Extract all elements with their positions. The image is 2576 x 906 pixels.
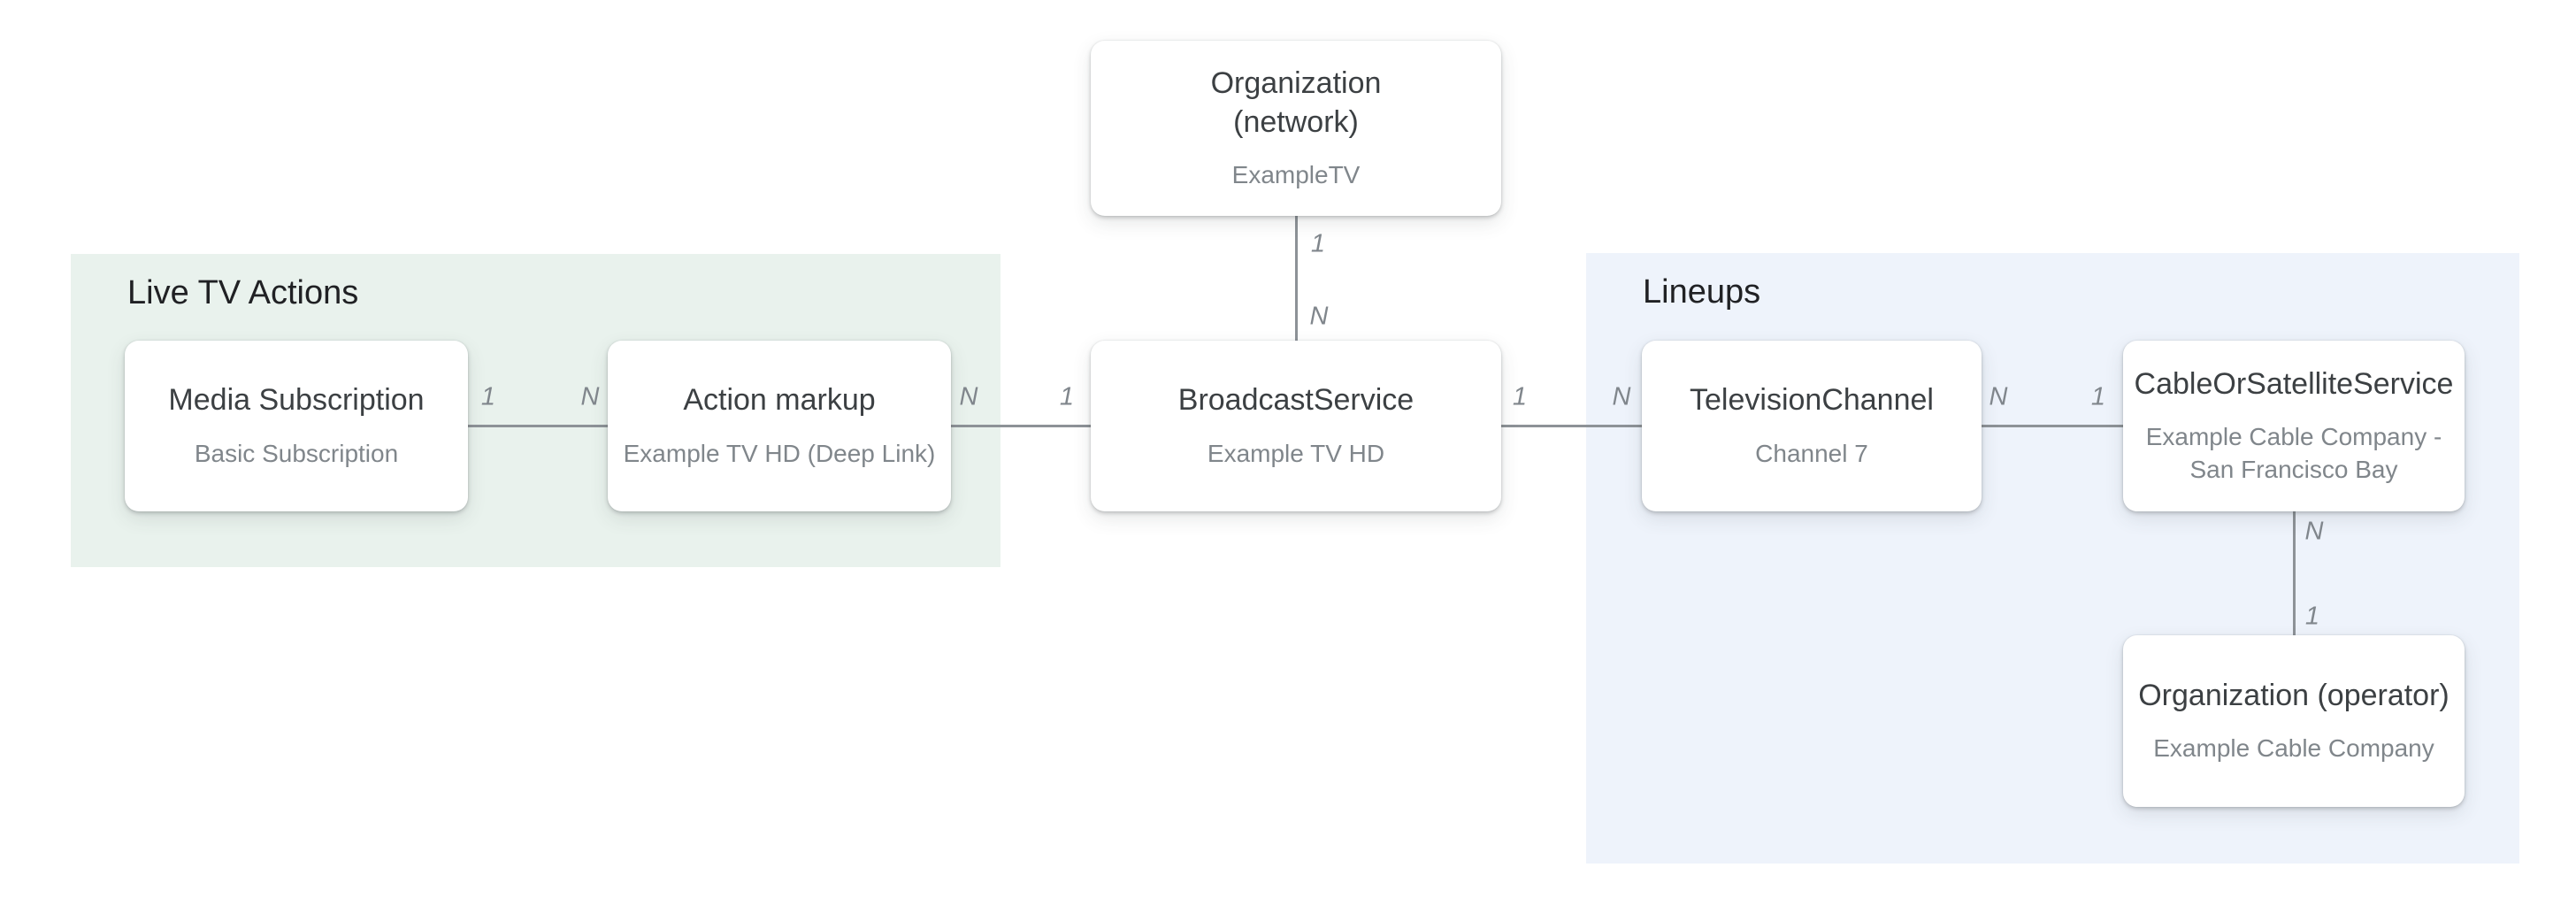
- cardinality-label: N: [580, 382, 600, 411]
- node-cable-or-satellite-service: CableOrSatelliteService Example Cable Co…: [2123, 341, 2465, 511]
- node-subtitle: ExampleTV: [1231, 161, 1361, 189]
- cardinality-label: N: [959, 382, 978, 411]
- node-television-channel: TelevisionChannel Channel 7: [1642, 341, 1982, 511]
- node-title: TelevisionChannel: [1690, 383, 1934, 418]
- connector-broadcast-service-to-television-channel: [1501, 425, 1642, 427]
- cardinality-label: N: [2304, 517, 2324, 546]
- cardinality-label: 1: [2304, 602, 2320, 631]
- node-organization-network: Organization (network) ExampleTV: [1091, 41, 1501, 216]
- node-title: BroadcastService: [1177, 383, 1414, 418]
- connector-media-subscription-to-action-markup: [468, 425, 608, 427]
- node-organization-operator: Organization (operator) Example Cable Co…: [2123, 635, 2465, 807]
- node-title: Media Subscription: [168, 383, 425, 418]
- cardinality-label: 1: [1059, 382, 1075, 411]
- cardinality-label: N: [1309, 302, 1329, 331]
- connector-organization-network-to-broadcast-service: [1295, 216, 1298, 341]
- node-title: Organization (network): [1210, 66, 1382, 139]
- node-media-subscription: Media Subscription Basic Subscription: [125, 341, 468, 511]
- node-subtitle: Example Cable Company: [2153, 734, 2434, 763]
- node-subtitle: Example Cable Company - San Francisco Ba…: [2145, 423, 2442, 484]
- connector-television-channel-to-cable-service: [1982, 425, 2123, 427]
- cardinality-label: 1: [480, 382, 496, 411]
- node-action-markup: Action markup Example TV HD (Deep Link): [608, 341, 951, 511]
- node-broadcast-service: BroadcastService Example TV HD: [1091, 341, 1501, 511]
- connector-cable-service-to-organization-operator: [2293, 511, 2296, 635]
- region-title-lineups: Lineups: [1643, 273, 1761, 311]
- node-subtitle: Example TV HD: [1207, 439, 1385, 467]
- cardinality-label: 1: [1512, 382, 1528, 411]
- node-title: CableOrSatelliteService: [2134, 366, 2454, 401]
- cardinality-label: 1: [1310, 229, 1326, 258]
- region-title-live-tv-actions: Live TV Actions: [127, 274, 359, 311]
- cardinality-label: 1: [2090, 382, 2106, 411]
- node-title: Action markup: [683, 383, 876, 418]
- node-title: Organization (operator): [2138, 678, 2450, 712]
- node-subtitle: Example TV HD (Deep Link): [623, 439, 936, 467]
- cardinality-label: N: [1989, 382, 2008, 411]
- cardinality-label: N: [1612, 382, 1631, 411]
- node-subtitle: Basic Subscription: [194, 439, 399, 467]
- node-subtitle: Channel 7: [1755, 439, 1868, 467]
- connector-action-markup-to-broadcast-service: [951, 425, 1091, 427]
